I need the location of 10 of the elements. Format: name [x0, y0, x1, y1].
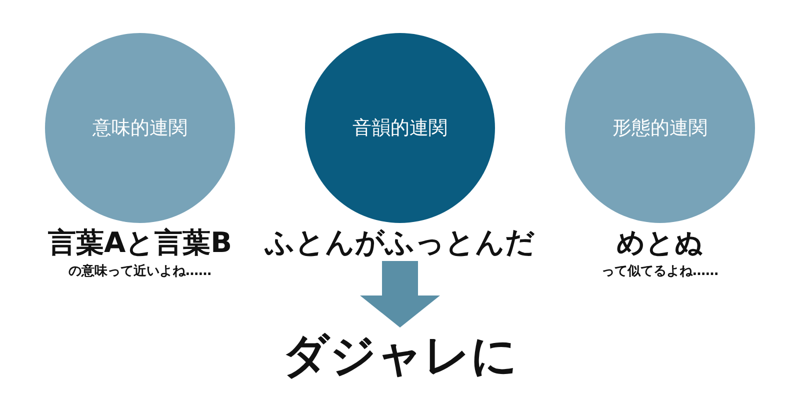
node-sublabel: って似てるよね……	[602, 263, 718, 280]
node-label: めとぬ	[616, 225, 704, 261]
text-label: ふとんがふっとんだ	[265, 227, 535, 259]
node-sublabel: の意味って近いよね……	[68, 262, 212, 280]
circle: 意味的連関	[45, 33, 235, 223]
circle: 形態的連関	[565, 33, 755, 223]
block-arrow	[360, 261, 440, 328]
node-label: 言葉Aと言葉B	[48, 225, 232, 261]
circle: 音韻的連関	[305, 33, 495, 223]
text-label: ダジャレに	[282, 330, 518, 380]
